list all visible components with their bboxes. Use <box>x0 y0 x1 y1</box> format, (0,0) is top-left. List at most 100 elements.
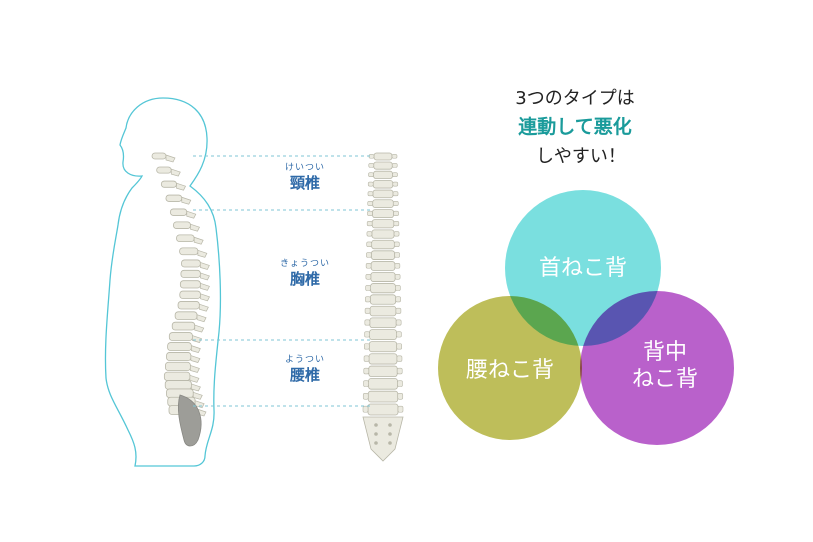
vertebra-process <box>186 210 197 219</box>
transverse-process-left <box>365 263 372 269</box>
region-label-cervical: けいつい 頸椎 <box>245 163 365 193</box>
cervical-name: 頸椎 <box>289 174 320 192</box>
transverse-process-right <box>393 201 399 206</box>
transverse-process-left <box>365 273 372 280</box>
vertebra-process <box>198 303 209 312</box>
sacral-foramen <box>388 432 392 436</box>
transverse-process-left <box>367 191 374 197</box>
vertebra-front <box>369 329 397 341</box>
transverse-process-right <box>394 263 401 269</box>
sacral-foramen <box>374 441 378 445</box>
vertebra-front <box>370 250 396 260</box>
vertebra-body <box>171 321 196 331</box>
transverse-process-right <box>394 273 401 280</box>
vertebra-process <box>165 154 176 163</box>
vertebra-body <box>169 208 188 216</box>
vertebra-process <box>190 364 200 373</box>
headline-line-3: しやすい！ <box>536 146 626 167</box>
headline-line-1: 3つのタイプは <box>515 88 635 109</box>
transverse-process-right <box>393 210 399 216</box>
transverse-process-left <box>363 367 370 375</box>
transverse-process-left <box>362 405 369 413</box>
vertebra-front <box>369 294 397 305</box>
vertebra-process <box>190 355 201 363</box>
transverse-process-right <box>395 319 402 326</box>
transverse-process-left <box>362 393 369 400</box>
vertebra-body <box>167 342 192 352</box>
vertebra-front <box>371 229 395 239</box>
sacral-foramen <box>388 441 392 445</box>
transverse-process-right <box>396 367 403 375</box>
transverse-process-right <box>392 181 399 187</box>
transverse-process-left <box>366 220 373 227</box>
transverse-process-right <box>395 285 401 291</box>
transverse-process-right <box>395 296 401 303</box>
transverse-process-right <box>396 331 402 338</box>
sacrum-side <box>177 394 202 447</box>
vertebra-front <box>370 261 396 271</box>
transverse-process-left <box>366 231 373 237</box>
cervical-ruby: けいつい <box>284 163 325 173</box>
vertebra-body <box>179 247 199 256</box>
vertebra-process <box>199 261 210 270</box>
vertebra-front <box>368 365 398 377</box>
transverse-process-right <box>392 191 399 197</box>
vertebra-body <box>176 234 195 243</box>
vertebra-process <box>197 249 208 258</box>
transverse-process-right <box>396 343 402 350</box>
vertebra-front <box>372 189 394 199</box>
venn-label-mid-back-line-1: 背中 <box>642 340 687 365</box>
vertebra-body <box>181 259 201 268</box>
vertebra-process <box>191 383 201 392</box>
vertebra-process <box>181 196 192 205</box>
lumbar-name: 腰椎 <box>289 366 320 384</box>
vertebra-front <box>369 317 397 329</box>
transverse-process-left <box>363 355 370 362</box>
transverse-process-left <box>367 181 374 187</box>
vertebra-body <box>164 380 192 390</box>
transverse-process-right <box>393 231 400 237</box>
transverse-process-right <box>397 380 403 387</box>
vertebra-body <box>160 180 177 188</box>
transverse-process-right <box>392 172 398 177</box>
vertebra-front <box>372 180 394 189</box>
transverse-process-left <box>364 307 371 314</box>
transverse-process-left <box>364 319 371 326</box>
vertebra-process <box>194 324 205 333</box>
vertebra-process <box>193 236 204 245</box>
transverse-process-right <box>393 220 400 227</box>
sacrum-front <box>362 416 404 462</box>
vertebra-front <box>369 305 397 317</box>
vertebra-body <box>168 332 193 341</box>
vertebra-process <box>200 272 210 281</box>
venn-circle-lower-back <box>438 296 582 440</box>
body-silhouette <box>104 97 222 467</box>
vertebra-body <box>179 280 201 289</box>
venn-circle-mid-back <box>580 291 734 445</box>
sacral-foramen <box>388 423 392 427</box>
transverse-process-left <box>368 172 374 177</box>
region-label-thoracic: きょうつい 胸椎 <box>245 259 365 289</box>
vertebra-front <box>371 239 395 250</box>
thoracic-name: 胸椎 <box>289 270 320 288</box>
transverse-process-left <box>364 331 370 338</box>
transverse-process-right <box>396 355 403 362</box>
transverse-process-right <box>391 163 398 168</box>
transverse-process-right <box>394 241 400 247</box>
vertebra-body <box>177 301 200 310</box>
vertebra-process <box>189 374 200 383</box>
vertebra-front <box>367 390 399 403</box>
spine-side-view <box>151 152 210 447</box>
vertebra-body <box>174 311 198 320</box>
venn-label-mid-back-line-2: ねこ背 <box>631 367 698 392</box>
venn-label-mid-back: 背中 ねこ背 <box>615 339 715 393</box>
lumbar-ruby: ようつい <box>284 355 325 365</box>
vertebra-front <box>373 161 393 170</box>
transverse-process-right <box>397 393 404 400</box>
vertebra-front <box>373 170 393 179</box>
vertebra-body <box>165 361 191 372</box>
vertebra-front <box>370 272 396 282</box>
vertebra-process <box>196 314 207 323</box>
vertebra-process <box>200 293 210 302</box>
